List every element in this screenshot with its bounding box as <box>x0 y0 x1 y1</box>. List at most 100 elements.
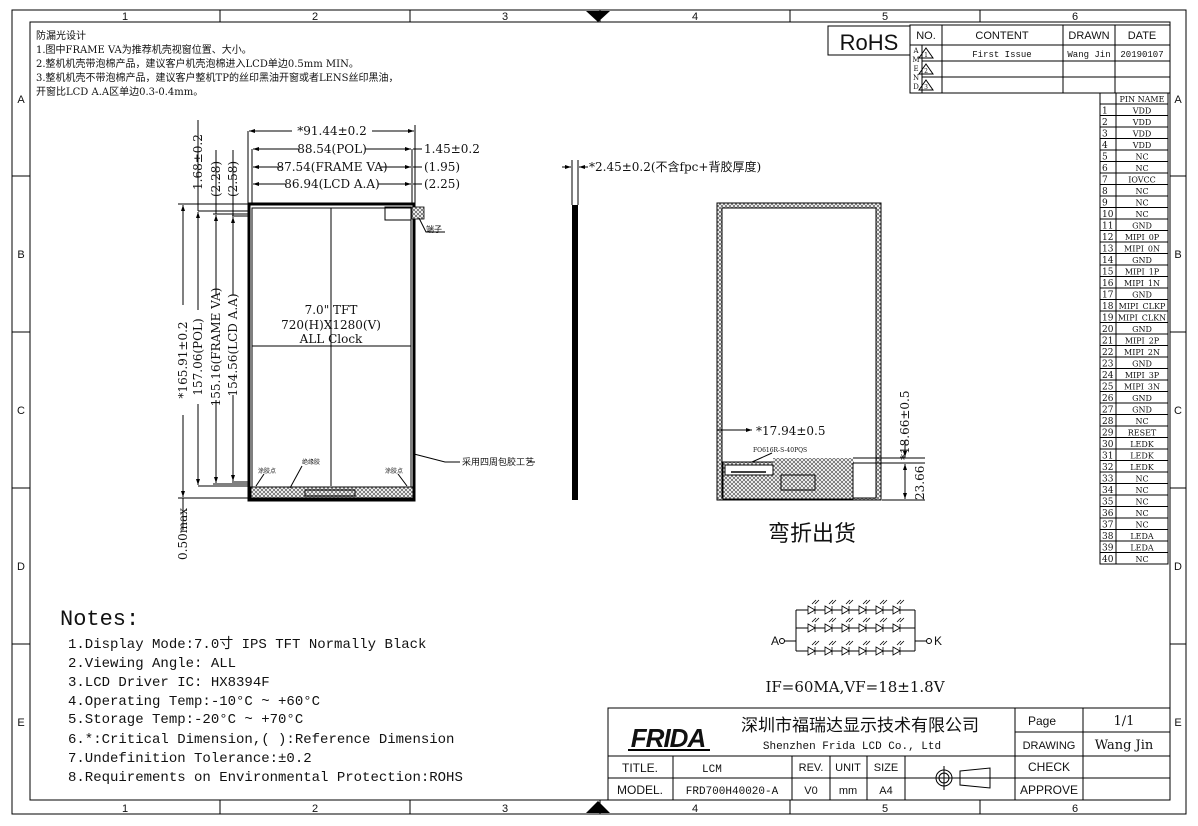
pin-number: 37 <box>1102 521 1114 531</box>
frame-row-label: C <box>17 405 25 417</box>
pin-name: NC <box>1135 164 1148 173</box>
dim-frame-va-height: 155.16(FRAME VA) <box>209 288 223 407</box>
pin-number: 12 <box>1102 233 1113 243</box>
rev-value: V0 <box>804 785 817 797</box>
panel-clock-label: ALL Clock <box>299 332 363 346</box>
drawing-frame <box>11 9 1187 815</box>
pin-name: GND <box>1132 291 1152 300</box>
pin-number: 39 <box>1102 544 1114 554</box>
pin-number: 25 <box>1102 383 1114 393</box>
dim-thickness: *2.45±0.2(不含fpc+背胶厚度) <box>589 159 761 174</box>
pin-number: 34 <box>1102 486 1114 496</box>
dim-top-aa: (2.58) <box>226 161 240 197</box>
cathode-label: K <box>934 634 942 648</box>
note-item: 2.Viewing Angle: ALL <box>68 656 236 672</box>
dim-fpc-height: *18.66±0.5 <box>898 391 912 461</box>
pin-number: 38 <box>1102 532 1114 542</box>
led-diode-icon <box>824 617 837 633</box>
front-view: *91.44±0.2 88.54(POL) 87.54(FRAME VA) 86… <box>176 120 535 560</box>
anode-label: A <box>771 634 779 648</box>
amend-letter: D <box>913 83 919 91</box>
led-diode-icon <box>807 617 820 633</box>
panel-resolution-label: 720(H)X1280(V) <box>281 318 381 332</box>
page-label: Page <box>1028 714 1056 728</box>
frame-column-label: 5 <box>882 803 888 815</box>
pin-number: 29 <box>1102 429 1114 439</box>
design-note-line: 2.整机机壳带泡棉产品，建议客户机壳泡棉进入LCD单边0.5mm MIN。 <box>36 57 359 70</box>
page-value: 1/1 <box>1114 714 1135 729</box>
pin-number: 26 <box>1102 394 1114 404</box>
amend-letter: A <box>912 47 919 55</box>
header-drawn: DRAWN <box>1068 30 1109 42</box>
frame-row-label: E <box>1174 717 1181 729</box>
dim-right-margin: 1.45±0.2 <box>424 142 480 156</box>
pin-number: 27 <box>1102 406 1114 416</box>
pin-name: NC <box>1135 475 1148 484</box>
pin-number: 35 <box>1102 498 1114 508</box>
unit-value: mm <box>839 785 857 797</box>
cathode-terminal <box>926 638 932 644</box>
pin-number: 11 <box>1102 222 1113 232</box>
notes: Notes: 1.Display Mode:7.0寸 IPS TFT Norma… <box>60 607 463 786</box>
pin-name: GND <box>1132 360 1152 369</box>
design-note-line: 开窗比LCD A.A区单边0.3-0.4mm。 <box>36 85 203 98</box>
note-item: 8.Requirements on Environmental Protecti… <box>68 770 463 786</box>
dim-right-frame: (1.95) <box>424 160 460 174</box>
callout-glue-left: 涂胶点 <box>258 467 276 475</box>
frame-column-label: 1 <box>122 803 128 815</box>
drawing-label: DRAWING <box>1023 740 1076 752</box>
amend-letter: N <box>913 74 919 82</box>
pin-name: LEDA <box>1130 544 1154 553</box>
pin-name: NC <box>1135 555 1148 564</box>
frame-column-label: 4 <box>692 803 698 815</box>
terminal-pad <box>411 206 425 220</box>
logo-text: FRIDA <box>631 723 705 753</box>
pin-name: MIPI_2P <box>1125 337 1160 346</box>
dim-lcd-aa-width: 86.94(LCD A.A) <box>284 177 379 191</box>
centering-mark-bottom <box>586 801 610 813</box>
pin-name: MIPI_CLKP <box>1119 302 1166 311</box>
led-diode-icon <box>824 640 837 656</box>
frame-row-label: E <box>17 717 24 729</box>
pin-name: NC <box>1135 153 1148 162</box>
pin-number: 6 <box>1102 164 1108 174</box>
pin-number: 30 <box>1102 440 1114 450</box>
pin-name: LEDK <box>1130 463 1155 472</box>
frame-row-label: A <box>1174 94 1182 106</box>
pin-number: 31 <box>1102 452 1113 462</box>
bottom-glue-strip <box>250 486 414 499</box>
size-label: SIZE <box>874 762 898 774</box>
led-diode-icon <box>892 617 905 633</box>
company-name-en: Shenzhen Frida LCD Co., Ltd <box>763 741 941 753</box>
frame-column-label: 6 <box>1072 803 1078 815</box>
pin-name: MIPI_0N <box>1124 245 1160 254</box>
frame-column-label: 6 <box>1072 11 1078 23</box>
led-spec: IF=60MA,VF=18±1.8V <box>765 678 945 696</box>
led-diode-icon <box>841 599 854 615</box>
revision-date: 20190107 <box>1120 50 1163 60</box>
pin-number: 22 <box>1102 348 1113 358</box>
dim-fpc-length: 23.66 <box>913 466 927 500</box>
led-diode-icon <box>892 640 905 656</box>
pin-number: 40 <box>1102 555 1114 565</box>
pin-number: 33 <box>1102 475 1114 485</box>
header-date: DATE <box>1128 30 1157 42</box>
header-no: NO. <box>916 30 936 42</box>
pin-name: NC <box>1135 498 1148 507</box>
note-item: 6.*:Critical Dimension,( ):Reference Dim… <box>68 732 454 748</box>
pin-name: MIPI_3P <box>1125 371 1160 380</box>
frame-row-label: B <box>1174 249 1181 261</box>
revision-number: 1 <box>924 52 928 59</box>
dim-top-frame: (2.28) <box>209 161 223 197</box>
pin-number: 24 <box>1102 371 1114 381</box>
design-notes-title: 防漏光设计 <box>36 29 86 42</box>
pin-number: 8 <box>1102 187 1108 197</box>
pin-number: 17 <box>1102 291 1114 301</box>
pin-name: MIPI_1P <box>1125 268 1160 277</box>
pin-number: 1 <box>1102 107 1108 117</box>
approve-label: APPROVE <box>1020 783 1078 797</box>
rev-label: REV. <box>799 762 824 774</box>
frame-row-label: D <box>17 561 25 573</box>
